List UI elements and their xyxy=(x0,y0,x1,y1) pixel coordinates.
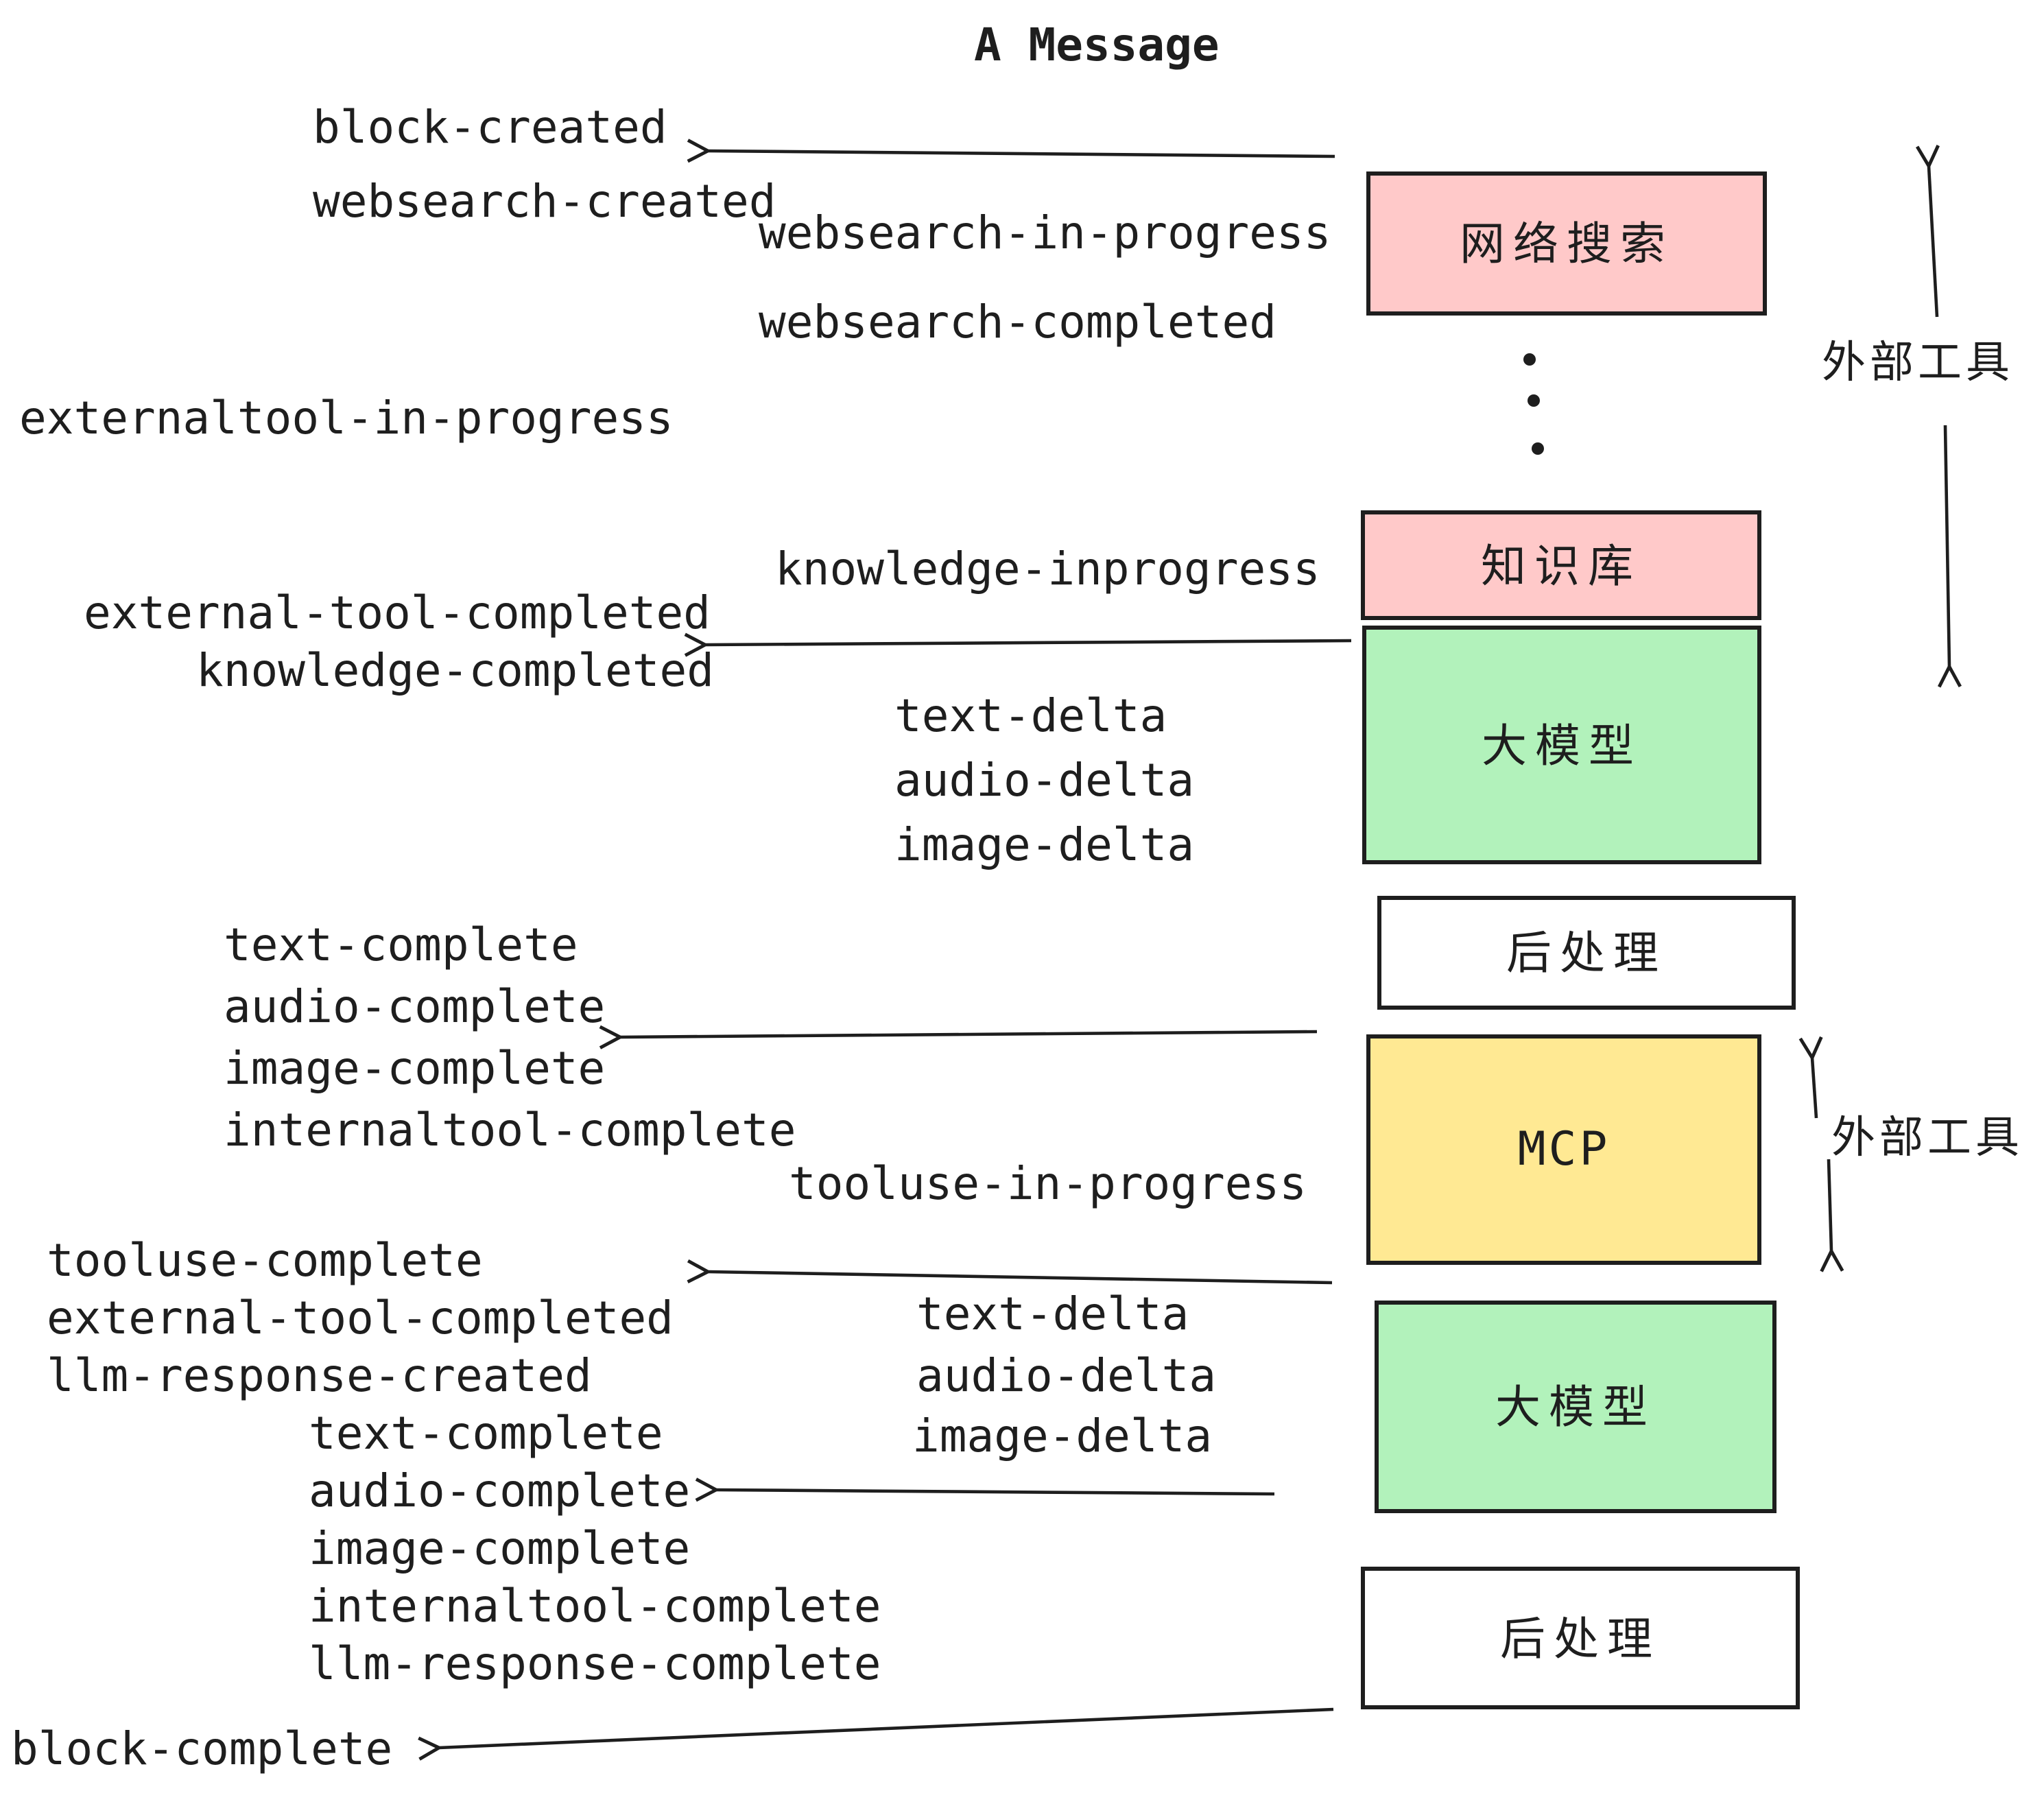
node-llm-2-label: 大模型 xyxy=(1495,1381,1656,1432)
external-tools-label-mcp: 外部工具 xyxy=(1831,1113,2024,1162)
node-postprocess-2-label: 后处理 xyxy=(1500,1613,1661,1663)
node-llm-1: 大模型 xyxy=(1362,626,1761,864)
node-llm-1-label: 大模型 xyxy=(1482,720,1642,770)
event-external-tool-completed-2: external-tool-completed xyxy=(47,1291,674,1344)
node-websearch-label: 网络搜索 xyxy=(1460,218,1674,269)
arrow-audio-complete xyxy=(716,1490,1275,1494)
up-arrow-icon xyxy=(1929,166,1937,318)
event-image-complete-2: image-complete xyxy=(309,1521,691,1575)
arrow-image-complete xyxy=(620,1032,1318,1037)
up-arrow-icon xyxy=(1812,1058,1816,1119)
event-image-delta-2: image-delta xyxy=(912,1409,1213,1462)
event-block-complete: block-complete xyxy=(11,1722,393,1775)
node-llm-2: 大模型 xyxy=(1375,1301,1776,1513)
event-block-created: block-created xyxy=(313,100,667,154)
event-llm-response-complete: llm-response-complete xyxy=(309,1637,881,1690)
arrow-block-complete xyxy=(439,1707,1334,1748)
event-external-tool-completed: external-tool-completed xyxy=(84,586,711,639)
external-tools-label-top: 外部工具 xyxy=(1822,337,2015,387)
event-websearch-in-progress: websearch-in-progress xyxy=(759,206,1331,259)
arrow-websearch-created xyxy=(708,151,1335,156)
down-arrow-icon xyxy=(1829,1159,1831,1251)
event-audio-delta-2: audio-delta xyxy=(916,1349,1217,1402)
node-postprocess-1-label: 后处理 xyxy=(1506,927,1667,978)
node-postprocess-1: 后处理 xyxy=(1377,896,1796,1010)
event-tooluse-complete: tooluse-complete xyxy=(47,1233,483,1287)
event-llm-response-created: llm-response-created xyxy=(47,1349,592,1402)
node-knowledge-base: 知识库 xyxy=(1361,510,1761,620)
event-audio-complete-2: audio-complete xyxy=(309,1464,691,1517)
event-websearch-created: websearch-created xyxy=(313,174,776,228)
event-knowledge-completed: knowledge-completed xyxy=(196,643,714,697)
vertical-ellipsis-dots xyxy=(1523,353,1544,455)
event-text-delta-2: text-delta xyxy=(916,1287,1189,1340)
event-text-complete-2: text-complete xyxy=(309,1406,663,1460)
node-websearch: 网络搜索 xyxy=(1366,171,1767,316)
event-audio-delta-1: audio-delta xyxy=(894,753,1195,807)
diagram-title: A Message xyxy=(974,18,1220,71)
event-externaltool-in-progress: externaltool-in-progress xyxy=(19,391,674,444)
node-knowledge-base-label: 知识库 xyxy=(1481,540,1641,591)
event-text-complete-1: text-complete xyxy=(224,918,578,971)
event-text-delta-1: text-delta xyxy=(894,689,1167,742)
arrow-knowledge-completed xyxy=(705,641,1352,645)
event-internaltool-complete-1: internaltool-complete xyxy=(224,1103,796,1156)
event-websearch-completed: websearch-completed xyxy=(759,295,1276,348)
node-postprocess-2: 后处理 xyxy=(1361,1567,1800,1709)
event-knowledge-inprogress: knowledge-inprogress xyxy=(775,542,1320,595)
event-audio-complete-1: audio-complete xyxy=(224,980,606,1033)
node-mcp: MCP xyxy=(1366,1034,1761,1265)
down-arrow-icon xyxy=(1945,425,1949,667)
node-mcp-label: MCP xyxy=(1517,1122,1611,1177)
event-tooluse-in-progress: tooluse-in-progress xyxy=(789,1156,1307,1210)
event-image-delta-1: image-delta xyxy=(894,818,1195,871)
arrow-tooluse-complete xyxy=(708,1272,1333,1285)
event-internaltool-complete-2: internaltool-complete xyxy=(309,1579,881,1633)
event-image-complete-1: image-complete xyxy=(224,1041,606,1095)
